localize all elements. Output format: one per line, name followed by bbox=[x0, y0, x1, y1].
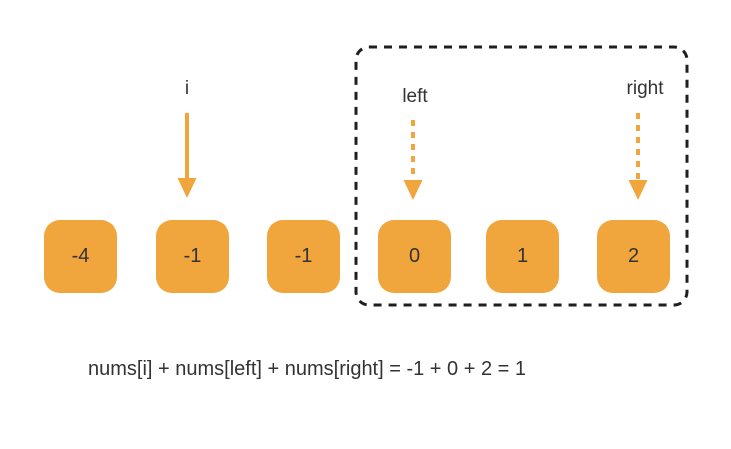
i-arrow-icon bbox=[177, 113, 197, 198]
two-pointer-window-border bbox=[354, 45, 689, 307]
right-arrow-icon bbox=[628, 113, 648, 200]
pointer-label-right: right bbox=[626, 78, 664, 99]
pointer-label-i: i bbox=[184, 78, 190, 99]
array-cell-value: -4 bbox=[71, 245, 90, 267]
array-cell-value: -1 bbox=[183, 245, 202, 267]
array-cell-2: -1 bbox=[267, 220, 340, 293]
array-cell-value: 0 bbox=[408, 245, 421, 267]
left-arrow-icon bbox=[403, 120, 423, 200]
equation-text: nums[i] + nums[left] + nums[right] = -1 … bbox=[88, 358, 526, 380]
array-cell-3: 0 bbox=[378, 220, 451, 293]
array-cell-5: 2 bbox=[597, 220, 670, 293]
array-cell-4: 1 bbox=[486, 220, 559, 293]
array-cell-value: -1 bbox=[294, 245, 313, 267]
array-cell-0: -4 bbox=[44, 220, 117, 293]
array-cell-value: 1 bbox=[516, 245, 529, 267]
array-cell-value: 2 bbox=[627, 245, 640, 267]
array-cell-1: -1 bbox=[156, 220, 229, 293]
pointer-label-left: left bbox=[402, 86, 428, 107]
